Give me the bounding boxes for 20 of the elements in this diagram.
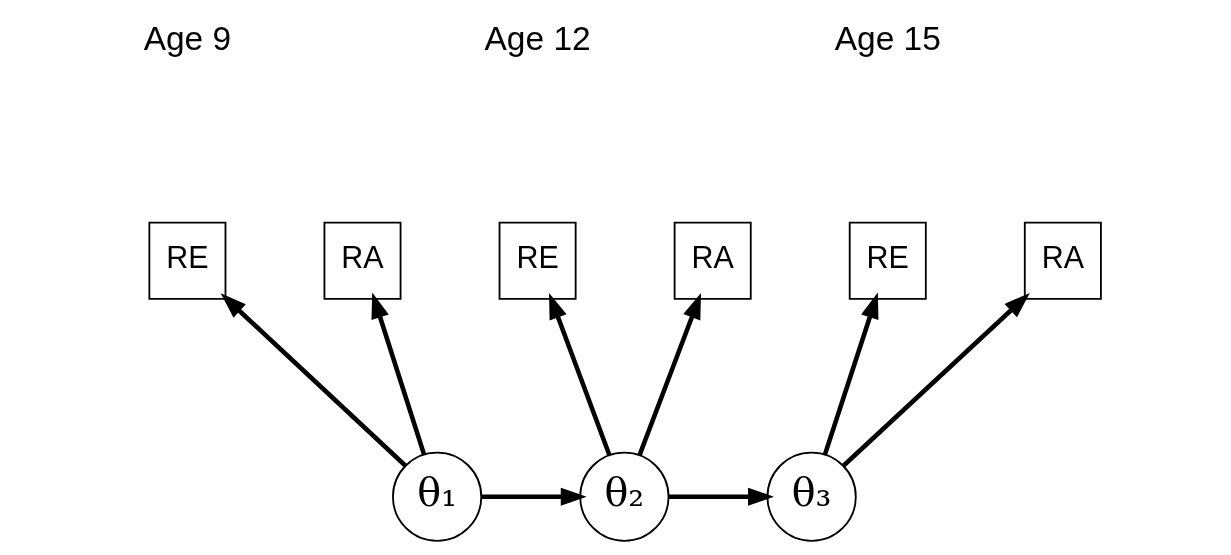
- node-circle: θ₂: [578, 451, 669, 542]
- node-box: RE: [147, 221, 226, 300]
- arrow: [481, 487, 587, 506]
- arrow: [636, 293, 701, 456]
- node-box: RA: [673, 221, 752, 300]
- arrow: [220, 293, 407, 468]
- node-circle: θ₁: [391, 451, 482, 542]
- arrow: [370, 292, 426, 455]
- label: Age 12: [484, 20, 591, 58]
- arrow: [822, 292, 878, 455]
- node-circle: θ₃: [766, 451, 857, 542]
- node-box: RE: [498, 221, 577, 300]
- arrow: [548, 293, 612, 456]
- node-box: RA: [323, 221, 401, 300]
- node-box: RA: [1023, 221, 1102, 300]
- node-box: RE: [848, 221, 927, 300]
- arrow: [841, 292, 1030, 468]
- arrow: [668, 487, 774, 506]
- label: Age 15: [834, 20, 941, 58]
- label: Age 9: [143, 20, 231, 58]
